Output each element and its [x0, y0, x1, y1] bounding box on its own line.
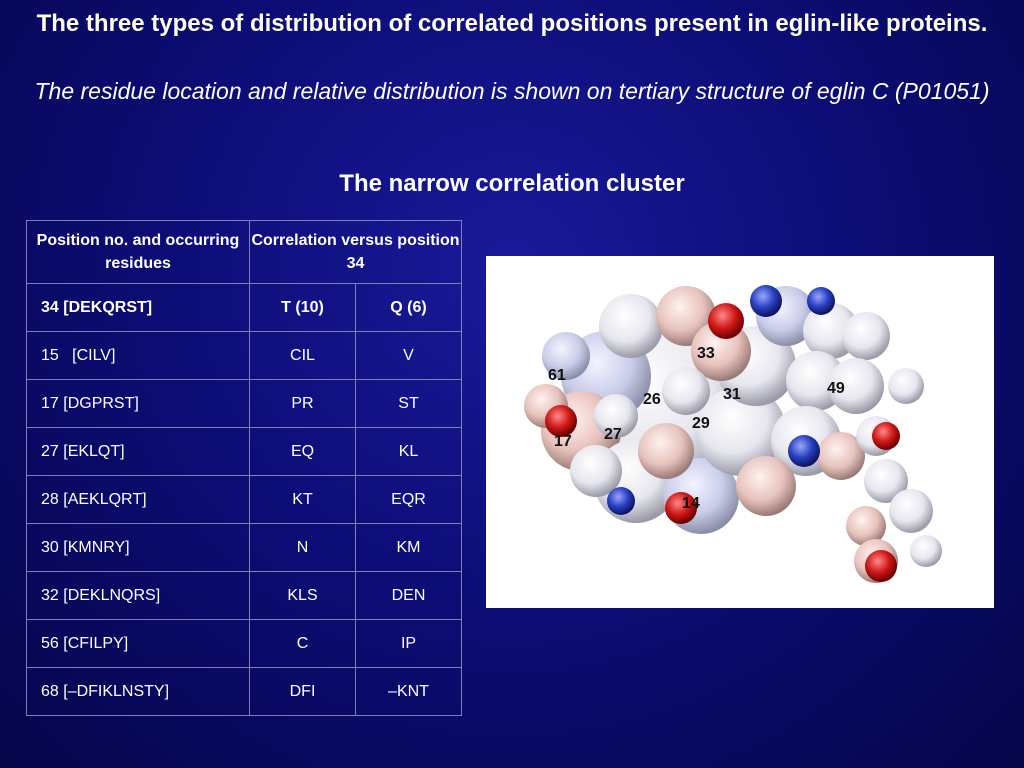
residue-label: 31 [723, 386, 741, 403]
cell-b: IP [355, 619, 462, 668]
slide-title: The three types of distribution of corre… [36, 10, 988, 37]
table-header-row: Position no. and occurring residues Corr… [26, 220, 462, 284]
cell-b: KL [355, 427, 462, 476]
residue-label: 29 [692, 415, 710, 432]
header-position: Position no. and occurring residues [26, 220, 250, 284]
table-row: 34 [DEKQRST] T (10) Q (6) [26, 283, 462, 332]
cell-a: T (10) [249, 283, 356, 332]
protein-surface-render: 61 26 33 31 49 29 27 17 14 [524, 285, 942, 583]
residue-label: 33 [697, 345, 715, 362]
cell-position: 30 [KMNRY] [26, 523, 250, 572]
cell-b: V [355, 331, 462, 380]
cell-a: C [249, 619, 356, 668]
table-row: 28 [AEKLQRT] KT EQR [26, 475, 462, 524]
cell-a: CIL [249, 331, 356, 380]
cell-position: 27 [EKLQT] [26, 427, 250, 476]
residue-labels: 61 26 33 31 49 29 27 17 14 [548, 345, 845, 512]
table-row: 68 [–DFIKLNSTY] DFI –KNT [26, 667, 462, 716]
header-correlation: Correlation versus position 34 [249, 220, 462, 284]
cell-position: 68 [–DFIKLNSTY] [26, 667, 250, 716]
table-row: 30 [KMNRY] N KM [26, 523, 462, 572]
cell-a: DFI [249, 667, 356, 716]
cell-a: N [249, 523, 356, 572]
cell-position: 17 [DGPRST] [26, 379, 250, 428]
table-row: 27 [EKLQT] EQ KL [26, 427, 462, 476]
cell-b: EQR [355, 475, 462, 524]
residue-label: 27 [604, 426, 622, 443]
correlation-table: Position no. and occurring residues Corr… [26, 220, 462, 716]
cell-position: 56 [CFILPY] [26, 619, 250, 668]
table-row: 17 [DGPRST] PR ST [26, 379, 462, 428]
cell-a: KLS [249, 571, 356, 620]
slide-subtitle: The residue location and relative distri… [34, 78, 990, 104]
cell-a: EQ [249, 427, 356, 476]
residue-label: 26 [643, 391, 661, 408]
cell-position: 28 [AEKLQRT] [26, 475, 250, 524]
cell-position: 15 [CILV] [26, 331, 250, 380]
cell-b: –KNT [355, 667, 462, 716]
cell-a: PR [249, 379, 356, 428]
protein-body [524, 286, 890, 534]
cell-a: KT [249, 475, 356, 524]
cell-b: Q (6) [355, 283, 462, 332]
protein-structure-image: 61 26 33 31 49 29 27 17 14 [486, 256, 994, 608]
residue-label: 61 [548, 367, 566, 384]
cell-position: 34 [DEKQRST] [26, 283, 250, 332]
table-row: 56 [CFILPY] C IP [26, 619, 462, 668]
cell-b: ST [355, 379, 462, 428]
cell-b: KM [355, 523, 462, 572]
residue-label: 14 [682, 495, 700, 512]
charged-patches [545, 285, 900, 582]
cell-b: DEN [355, 571, 462, 620]
table-row: 15 [CILV] CIL V [26, 331, 462, 380]
section-title: The narrow correlation cluster [339, 170, 685, 197]
cell-position: 32 [DEKLNQRS] [26, 571, 250, 620]
residue-label: 49 [827, 380, 845, 397]
table-row: 32 [DEKLNQRS] KLS DEN [26, 571, 462, 620]
residue-label: 17 [554, 433, 572, 450]
